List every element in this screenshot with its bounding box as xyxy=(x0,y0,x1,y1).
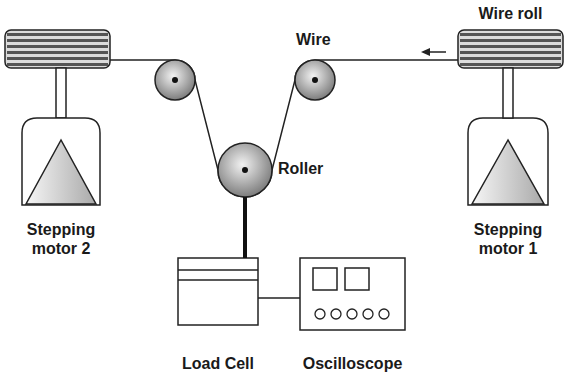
load-cell-body xyxy=(178,258,258,325)
spool-stripe xyxy=(7,51,108,54)
oscilloscope-knob xyxy=(315,309,325,319)
roller: Roller xyxy=(216,143,336,197)
node-label: Stepping motor 1 xyxy=(466,220,550,258)
node-label: Wire roll xyxy=(458,4,563,23)
oscilloscope-screen xyxy=(313,268,337,290)
roller-rod xyxy=(243,197,247,258)
oscilloscope-body xyxy=(300,258,405,330)
pulley-axle xyxy=(312,77,318,83)
direction-arrowhead xyxy=(421,48,430,56)
spool-stripe xyxy=(7,33,108,36)
oscilloscope-knob xyxy=(363,309,373,319)
spool-stripe xyxy=(7,45,108,48)
oscilloscope: Oscilloscope xyxy=(300,258,405,376)
load-cell-plate xyxy=(178,269,258,271)
spool-stripe xyxy=(460,63,561,66)
node-label: Load Cell xyxy=(178,354,258,373)
pulley xyxy=(295,60,335,100)
oscilloscope-knob xyxy=(347,309,357,319)
wire-line xyxy=(110,60,458,197)
node-label: Stepping motor 2 xyxy=(19,220,103,258)
oscilloscope-knob xyxy=(331,309,341,319)
spool-stripe xyxy=(7,57,108,60)
oscilloscope-knob xyxy=(379,309,389,319)
oscilloscope-screen xyxy=(345,268,369,290)
wire-roll: Wire roll xyxy=(458,4,563,68)
pulley-axle xyxy=(172,77,178,83)
node-label: Oscilloscope xyxy=(300,354,405,373)
motor-housing xyxy=(22,118,100,205)
wire-label: Wire xyxy=(296,30,331,49)
spool-stripe xyxy=(460,57,561,60)
motor-shaft xyxy=(503,68,513,118)
spool xyxy=(458,30,563,68)
spool xyxy=(5,30,110,68)
spool-body xyxy=(458,30,563,68)
spool-stripe xyxy=(460,51,561,54)
motor-shaft xyxy=(56,68,66,118)
signal-cable xyxy=(258,297,300,299)
stepping-motor: Stepping motor 2 xyxy=(19,118,103,264)
spool-stripe xyxy=(460,33,561,36)
load-cell: Load Cell xyxy=(178,258,258,376)
pulley xyxy=(155,60,195,100)
spool-stripe xyxy=(7,39,108,42)
motor-triangle xyxy=(472,140,544,204)
node-label: Roller xyxy=(278,159,336,178)
roller-axle xyxy=(242,167,248,173)
stepping-motor: Stepping motor 1 xyxy=(466,118,550,264)
spool-body xyxy=(5,30,110,68)
spool-stripe xyxy=(7,63,108,66)
load-cell-plate xyxy=(178,279,258,281)
roller-wheel xyxy=(218,143,272,197)
motor-housing xyxy=(468,118,548,205)
motor-triangle xyxy=(26,140,96,204)
direction-arrow xyxy=(429,51,446,53)
spool-stripe xyxy=(460,45,561,48)
spool-stripe xyxy=(460,39,561,42)
